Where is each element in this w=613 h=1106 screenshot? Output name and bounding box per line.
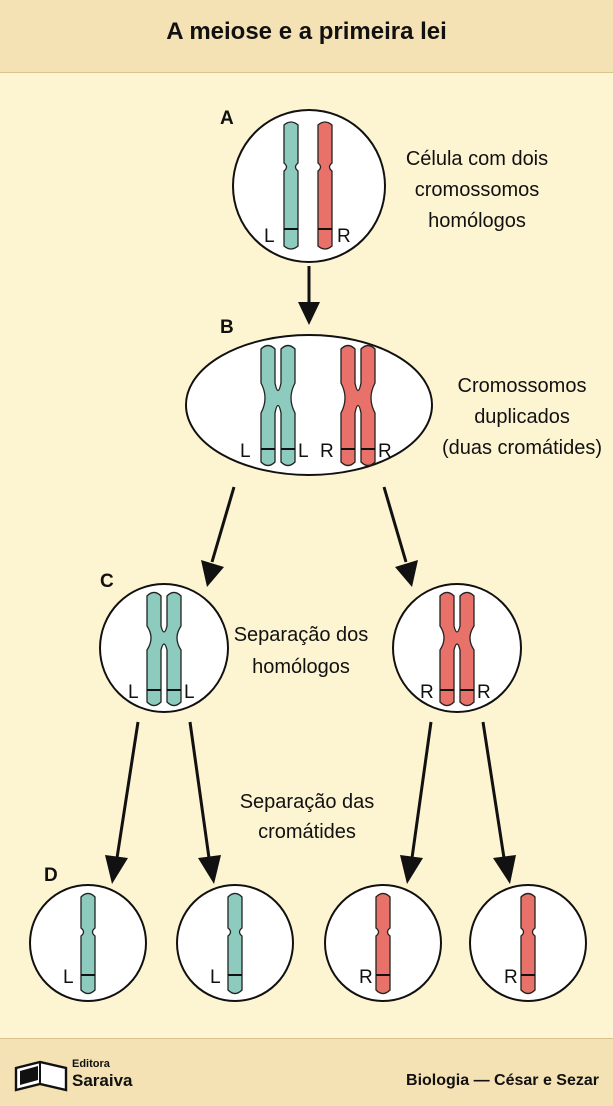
publisher-name: Saraiva: [72, 1071, 133, 1090]
arrow-b-to-c-left: [201, 486, 236, 587]
allele-label-r: R: [504, 967, 518, 988]
chromosome-d-1: [80, 892, 96, 995]
caption-d-line1: Separação das: [240, 791, 375, 813]
arrow-b-to-c-right: [382, 486, 418, 587]
allele-label-r: R: [477, 682, 491, 703]
caption-b-line1: Cromossomos: [458, 375, 587, 397]
allele-label-r: R: [420, 682, 434, 703]
allele-label-l: L: [63, 967, 74, 988]
open-book-icon: [14, 1060, 68, 1092]
arrow-c-to-d-4: [481, 721, 516, 884]
cell-c-left: [99, 583, 229, 713]
allele-label-l: L: [240, 441, 251, 462]
chromosome-right-a: [317, 121, 333, 250]
chromosome-c-left: [146, 591, 182, 707]
caption-d-line2: cromátides: [258, 821, 356, 843]
allele-label-l: L: [298, 441, 309, 462]
page-title: A meiose e a primeira lei: [166, 18, 447, 45]
caption-a-line1: Célula com dois: [406, 148, 548, 170]
allele-label-l: L: [128, 682, 139, 703]
caption-b-line2: duplicados: [474, 406, 570, 428]
cell-c-right: [392, 583, 522, 713]
caption-a-line2: cromossomos: [415, 179, 539, 201]
chromosome-pair-right-b: [340, 344, 376, 467]
cell-a: [232, 109, 386, 263]
caption-c-line1: Separação dos: [234, 624, 369, 646]
caption-a-line3: homólogos: [428, 210, 526, 232]
allele-label-r: R: [359, 967, 373, 988]
allele-label-l: L: [210, 967, 221, 988]
allele-label-r: R: [337, 226, 351, 247]
allele-label-l: L: [264, 226, 275, 247]
header-band: A meiose e a primeira lei: [0, 0, 613, 73]
allele-label-l: L: [184, 682, 195, 703]
cell-b: [185, 334, 433, 476]
chromosome-d-3: [375, 892, 391, 995]
caption-c-line2: homólogos: [252, 656, 350, 678]
allele-label-r: R: [320, 441, 334, 462]
step-label-b: B: [220, 317, 234, 338]
caption-b-line3: (duas cromátides): [442, 437, 602, 459]
chromosome-d-4: [520, 892, 536, 995]
chromosome-pair-left-b: [260, 344, 296, 467]
arrow-c-to-d-1: [105, 721, 140, 884]
step-label-d: D: [44, 865, 58, 886]
step-label-c: C: [100, 571, 114, 592]
book-credit: Biologia — César e Sezar: [406, 1072, 599, 1089]
arrow-c-to-d-2: [188, 721, 221, 884]
allele-label-r: R: [378, 441, 392, 462]
chromosome-d-2: [227, 892, 243, 995]
arrow-c-to-d-3: [400, 721, 433, 884]
step-label-a: A: [220, 108, 234, 129]
chromosome-c-right: [439, 591, 475, 707]
footer-band: [0, 1038, 613, 1106]
publisher-label: Editora: [72, 1058, 110, 1070]
chromosome-left-a: [283, 121, 299, 250]
arrow-a-to-b: [298, 266, 320, 325]
